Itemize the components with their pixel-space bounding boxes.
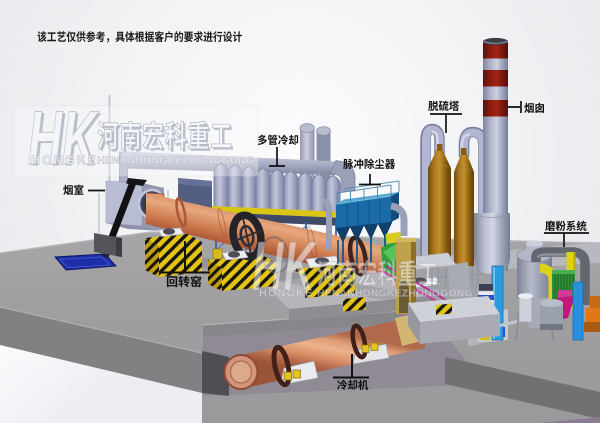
svg-text:HENANHONGKEZHONGGONG: HENANHONGKEZHONGGONG bbox=[97, 155, 254, 167]
svg-text:HK: HK bbox=[31, 98, 102, 182]
svg-text:HK: HK bbox=[252, 227, 318, 305]
svg-text:HONGKE: HONGKE bbox=[31, 154, 98, 168]
svg-text:HONGKE: HONGKE bbox=[259, 288, 313, 300]
svg-text:HK: HK bbox=[28, 97, 99, 181]
svg-text:HENANHONGKEZHONGGONG: HENANHONGKEZHONGGONG bbox=[317, 289, 473, 300]
